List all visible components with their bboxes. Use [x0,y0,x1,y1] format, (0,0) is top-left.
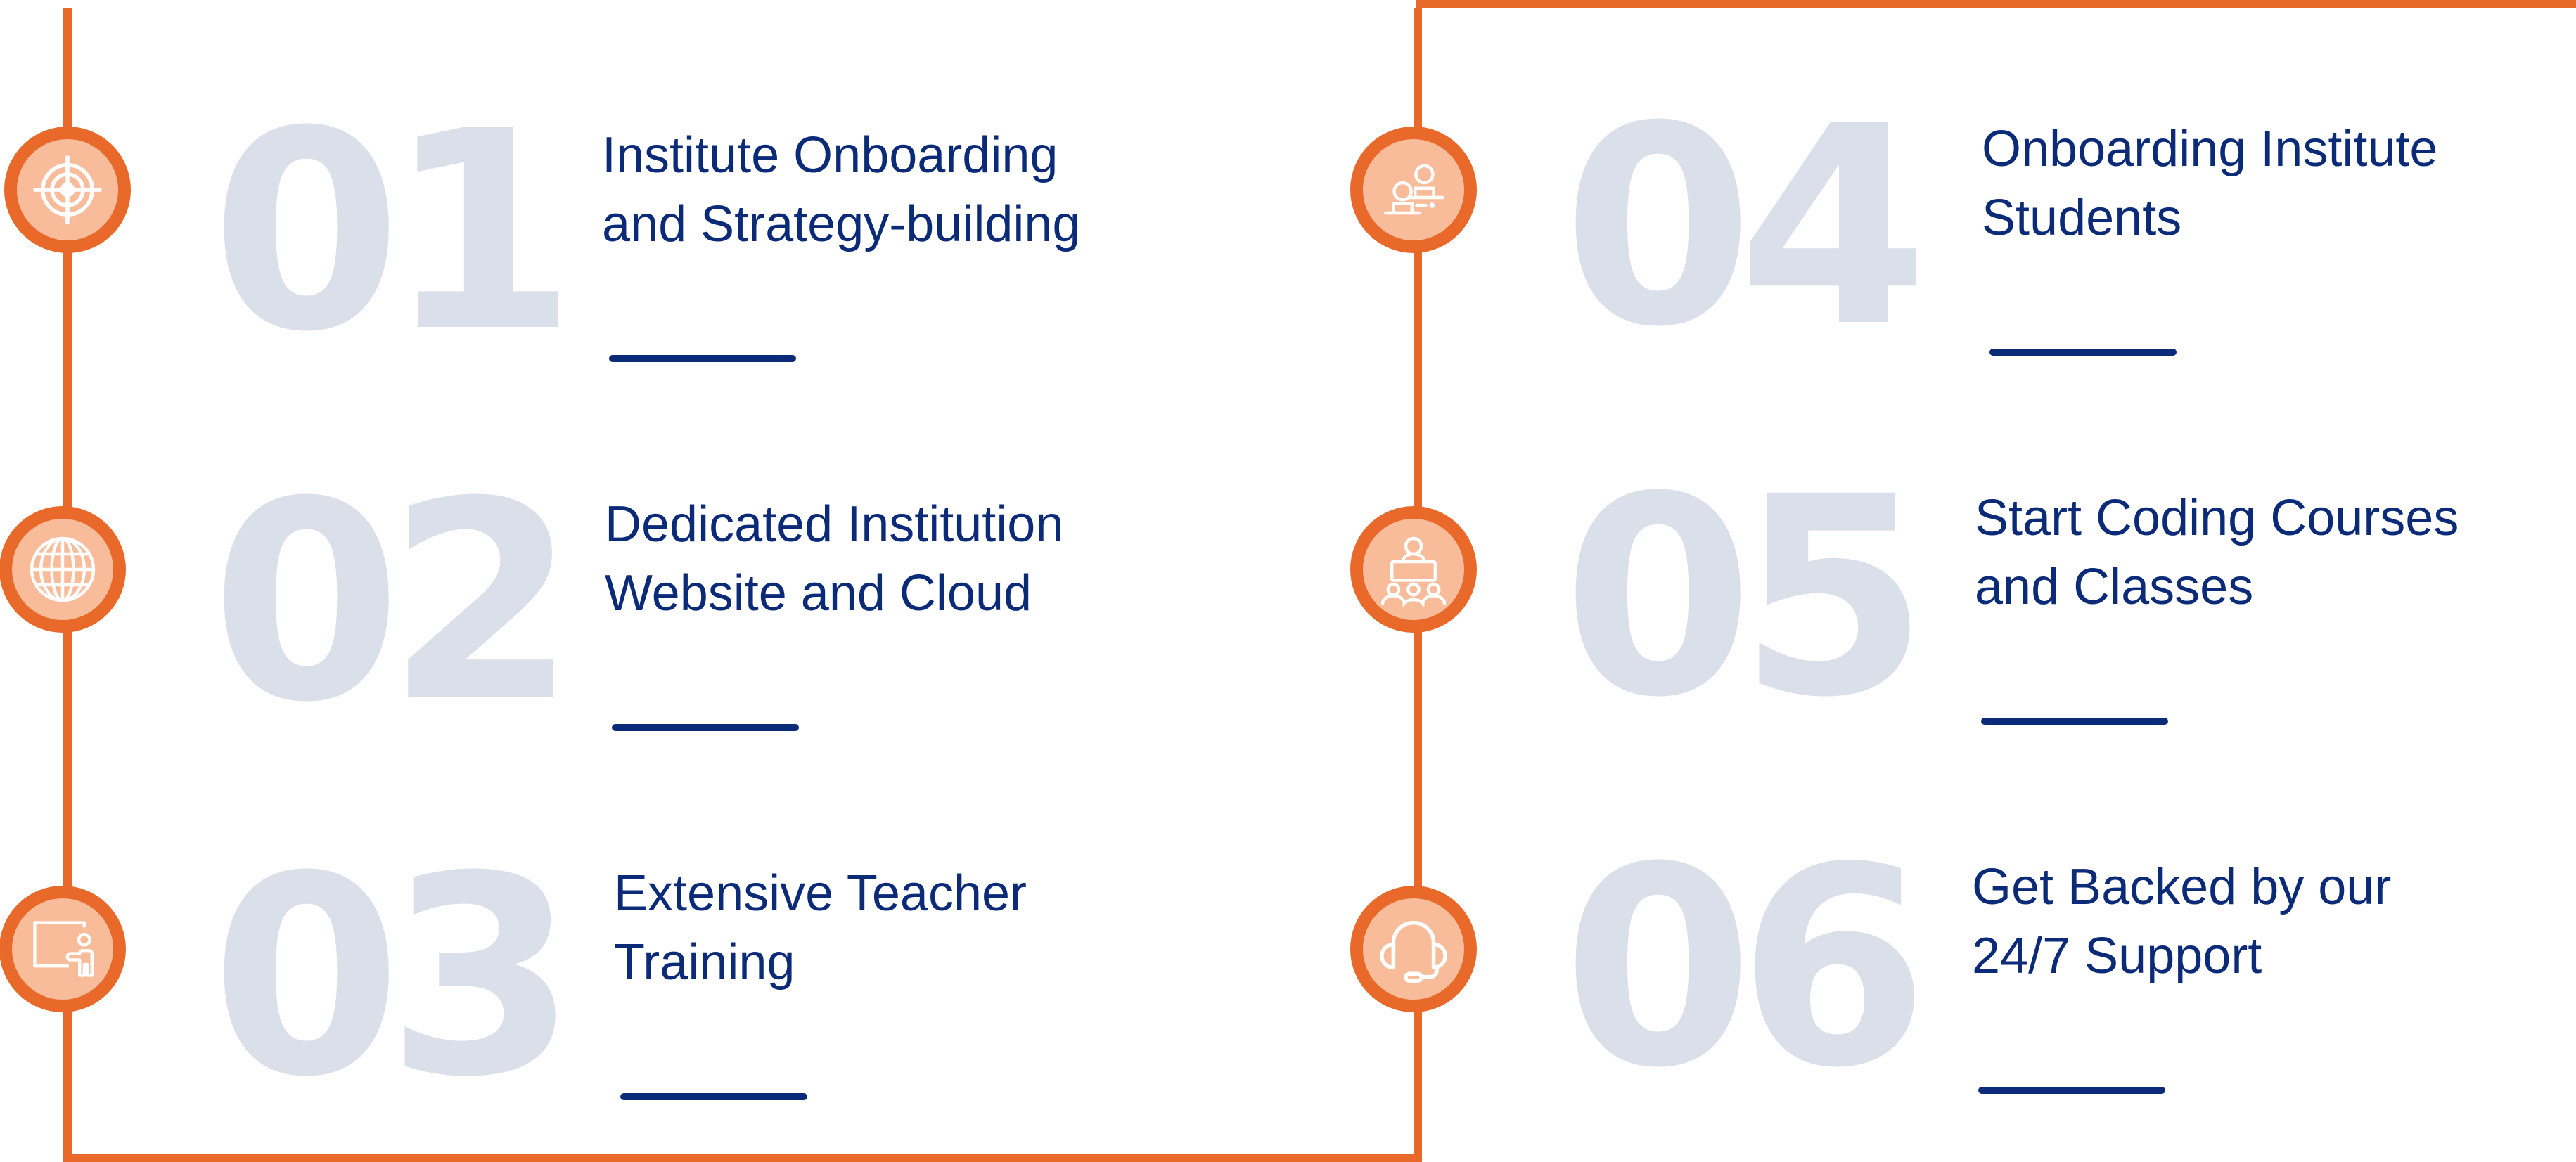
step-title-line-2: and Strategy-building [602,196,1081,252]
target-icon [33,155,102,224]
step-04-badge [1350,127,1477,253]
step-title-line-1: Get Backed by our [1972,859,2392,915]
classroom-icon [1380,536,1447,608]
top-horizontal-line [1416,0,2576,8]
step-underline [1989,349,2177,356]
step-underline [1978,1087,2165,1094]
step-number: 01 [211,72,577,392]
step-01-badge [4,127,131,253]
step-underline [620,1093,807,1100]
step-06-badge [1350,886,1477,1012]
step-title-line-2: Website and Cloud [605,565,1032,621]
step-05-badge [1350,506,1477,633]
step-underline [612,724,799,731]
step-number: 04 [1563,67,1929,387]
step-title-line-1: Dedicated Institution [605,496,1064,553]
globe-icon [30,536,96,602]
step-title-line-1: Onboarding Institute [1982,121,2438,177]
students-icon [1384,164,1444,215]
step-title-line-2: 24/7 Support [1972,928,2262,984]
step-title-line-2: and Classes [1975,559,2254,615]
step-03-badge [0,886,126,1012]
step-02-badge [0,506,126,633]
step-number: 06 [1563,808,1929,1128]
step-title-line-2: Students [1982,190,2182,246]
step-title-line-2: Training [614,934,795,990]
step-underline [1981,718,2168,725]
step-title-line-1: Extensive Teacher [614,865,1027,922]
teacher-board-icon [33,921,94,977]
step-number: 02 [211,443,577,762]
step-number: 05 [1563,438,1929,757]
step-title-line-1: Institute Onboarding [602,127,1058,183]
headset-icon [1380,920,1447,983]
step-number: 03 [211,818,577,1137]
step-underline [609,355,796,362]
step-title-line-1: Start Coding Courses [1975,490,2459,546]
bottom-horizontal-line [63,1154,1422,1162]
